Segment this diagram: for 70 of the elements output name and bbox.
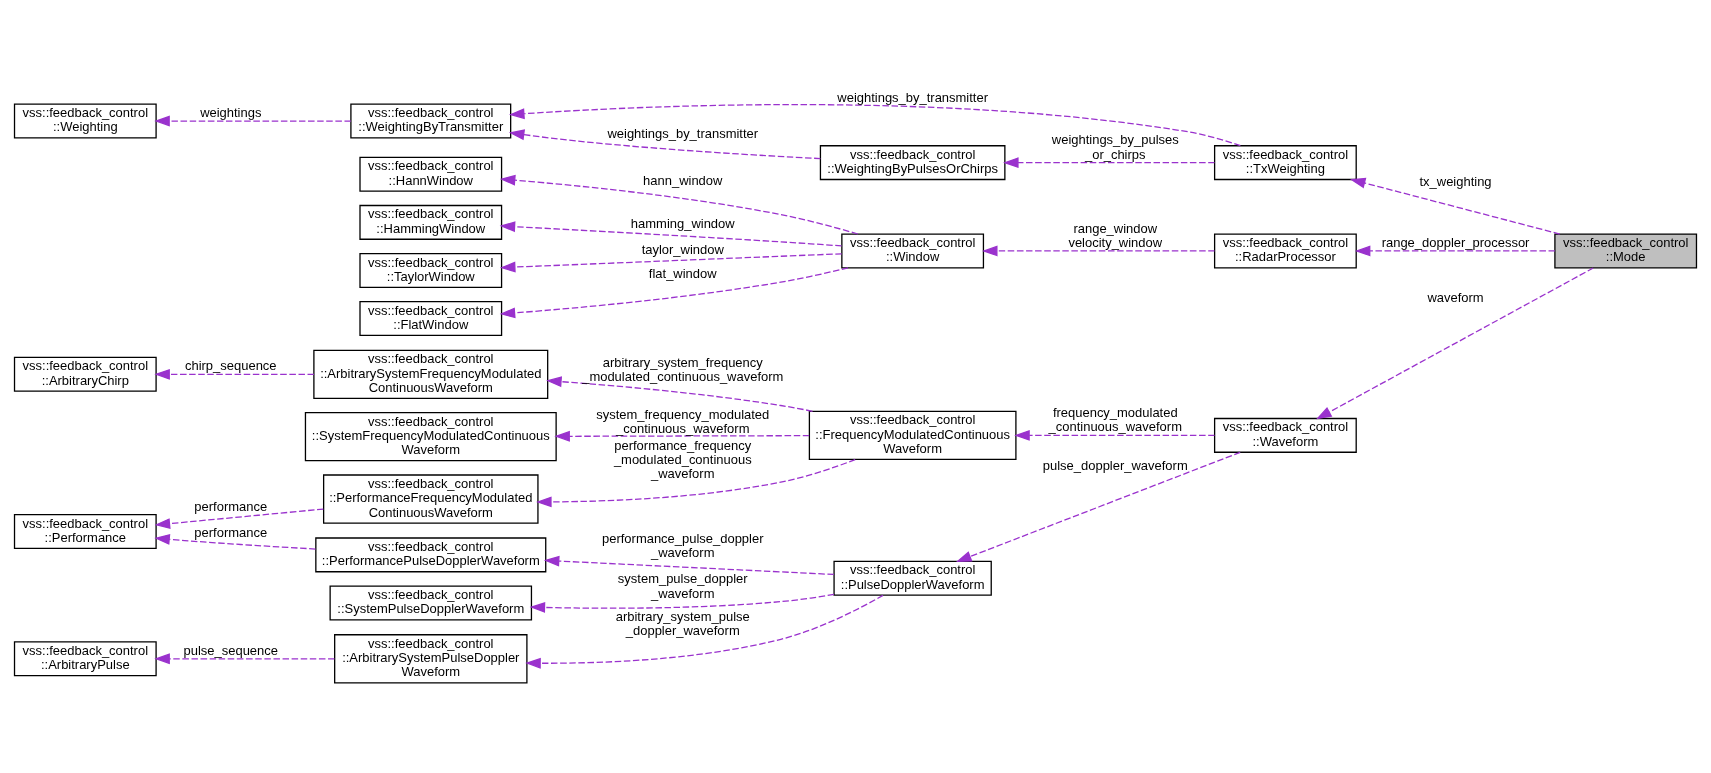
node-box: vss::feedback_control ::Waveform [1213, 417, 1357, 453]
arrow [1014, 429, 1216, 441]
node-box: vss::feedback_control ::ArbitrarySystemFrequencyModulated ContinuousWaveform [313, 349, 549, 399]
arrow [499, 220, 843, 247]
arrow [525, 594, 884, 669]
arrow [154, 507, 324, 529]
node-box: vss::feedback_control ::FlatWindow [359, 300, 503, 336]
arrow [1003, 156, 1216, 168]
arrow [1316, 266, 1594, 419]
arrow [1354, 245, 1556, 256]
arrow [546, 375, 814, 412]
edge-label: flat_window [648, 265, 717, 281]
arrow [154, 533, 317, 550]
arrow [499, 174, 859, 235]
arrow [499, 252, 843, 272]
node-box: vss::feedback_control ::Weighting [13, 103, 157, 139]
edge-label: hann_window [643, 172, 723, 188]
edge-label: weightings_by_pulses _or_chirps [1051, 131, 1179, 162]
node-box: vss::feedback_control ::WeightingByPulsesOrChirps [819, 144, 1006, 180]
edge-label: waveform [1427, 289, 1484, 305]
node-box: vss::feedback_control ::Mode [1554, 232, 1698, 268]
edge-label: weightings [200, 104, 262, 120]
arrow [508, 128, 822, 159]
edge-label: performance_pulse_doppler _waveform [602, 530, 764, 560]
node-box: vss::feedback_control ::TxWeighting [1213, 144, 1357, 180]
arrow [554, 430, 810, 442]
node-box: vss::feedback_control ::Performance [13, 513, 157, 549]
node-box: vss::feedback_control ::PerformanceFrequencyModulated ContinuousWaveform [323, 473, 539, 524]
arrow [981, 245, 1216, 256]
edge-label: arbitrary_system_frequency _modulated_continuous_waveform [582, 354, 784, 384]
edge-label: taylor_window [641, 241, 724, 257]
edge-label: range_doppler_processor [1381, 234, 1530, 250]
edge-label: tx_weighting [1419, 173, 1492, 189]
node-box: vss::feedback_control ::TaylorWindow [359, 252, 503, 288]
node-box: vss::feedback_control ::Window [841, 232, 985, 268]
node-box: vss::feedback_control ::HammingWindow [359, 204, 503, 240]
node-box: vss::feedback_control ::ArbitraryChirp [13, 356, 157, 392]
arrow [154, 368, 315, 380]
arrow [955, 451, 1241, 562]
node-box: vss::feedback_control ::ArbitraryPulse [13, 640, 157, 676]
edge-label: range_window velocity_window [1068, 220, 1163, 250]
edge-label: pulse_doppler_waveform [1042, 457, 1188, 473]
arrow [1349, 177, 1561, 235]
edge-label: performance_frequency _modulated_continuous _waveform [613, 437, 752, 481]
edge-label: weightings_by_transmitter [607, 125, 759, 141]
arrow [154, 652, 336, 664]
edge-label: arbitrary_system_pulse _doppler_waveform [615, 608, 750, 638]
edge-label: performance [194, 524, 268, 540]
edge-label: hamming_window [630, 215, 735, 231]
arrow [529, 593, 835, 613]
edge-label: performance [194, 498, 268, 514]
edge-label: weightings_by_transmitter [837, 89, 988, 105]
arrow [508, 103, 1241, 146]
edge-label: chirp_sequence [184, 357, 277, 373]
node-box: vss::feedback_control ::FrequencyModulatedContinuous Waveform [808, 410, 1017, 460]
arrow [536, 458, 856, 507]
arrow [499, 266, 849, 318]
node-box: vss::feedback_control ::RadarProcessor [1213, 232, 1357, 268]
node-box: vss::feedback_control ::PulseDopplerWaveform [833, 560, 992, 596]
arrow [154, 115, 352, 127]
edge-label: pulse_sequence [183, 642, 279, 658]
edge-label: system_pulse_doppler _waveform [617, 570, 748, 601]
node-box: vss::feedback_control ::HannWindow [359, 156, 503, 192]
node-box: vss::feedback_control ::SystemPulseDopplerWaveform [329, 584, 533, 620]
node-box: vss::feedback_control ::WeightingByTransmitter [350, 103, 512, 139]
node-box: vss::feedback_control ::PerformancePulseDopplerWaveform [315, 536, 547, 572]
node-box: vss::feedback_control ::ArbitrarySystemPulseDoppler Waveform [334, 633, 528, 683]
edge-label: frequency_modulated _continuous_waveform [1048, 404, 1182, 434]
node-box: vss::feedback_control ::SystemFrequencyModulatedContinuous Waveform [304, 411, 557, 461]
arrow [543, 555, 835, 575]
